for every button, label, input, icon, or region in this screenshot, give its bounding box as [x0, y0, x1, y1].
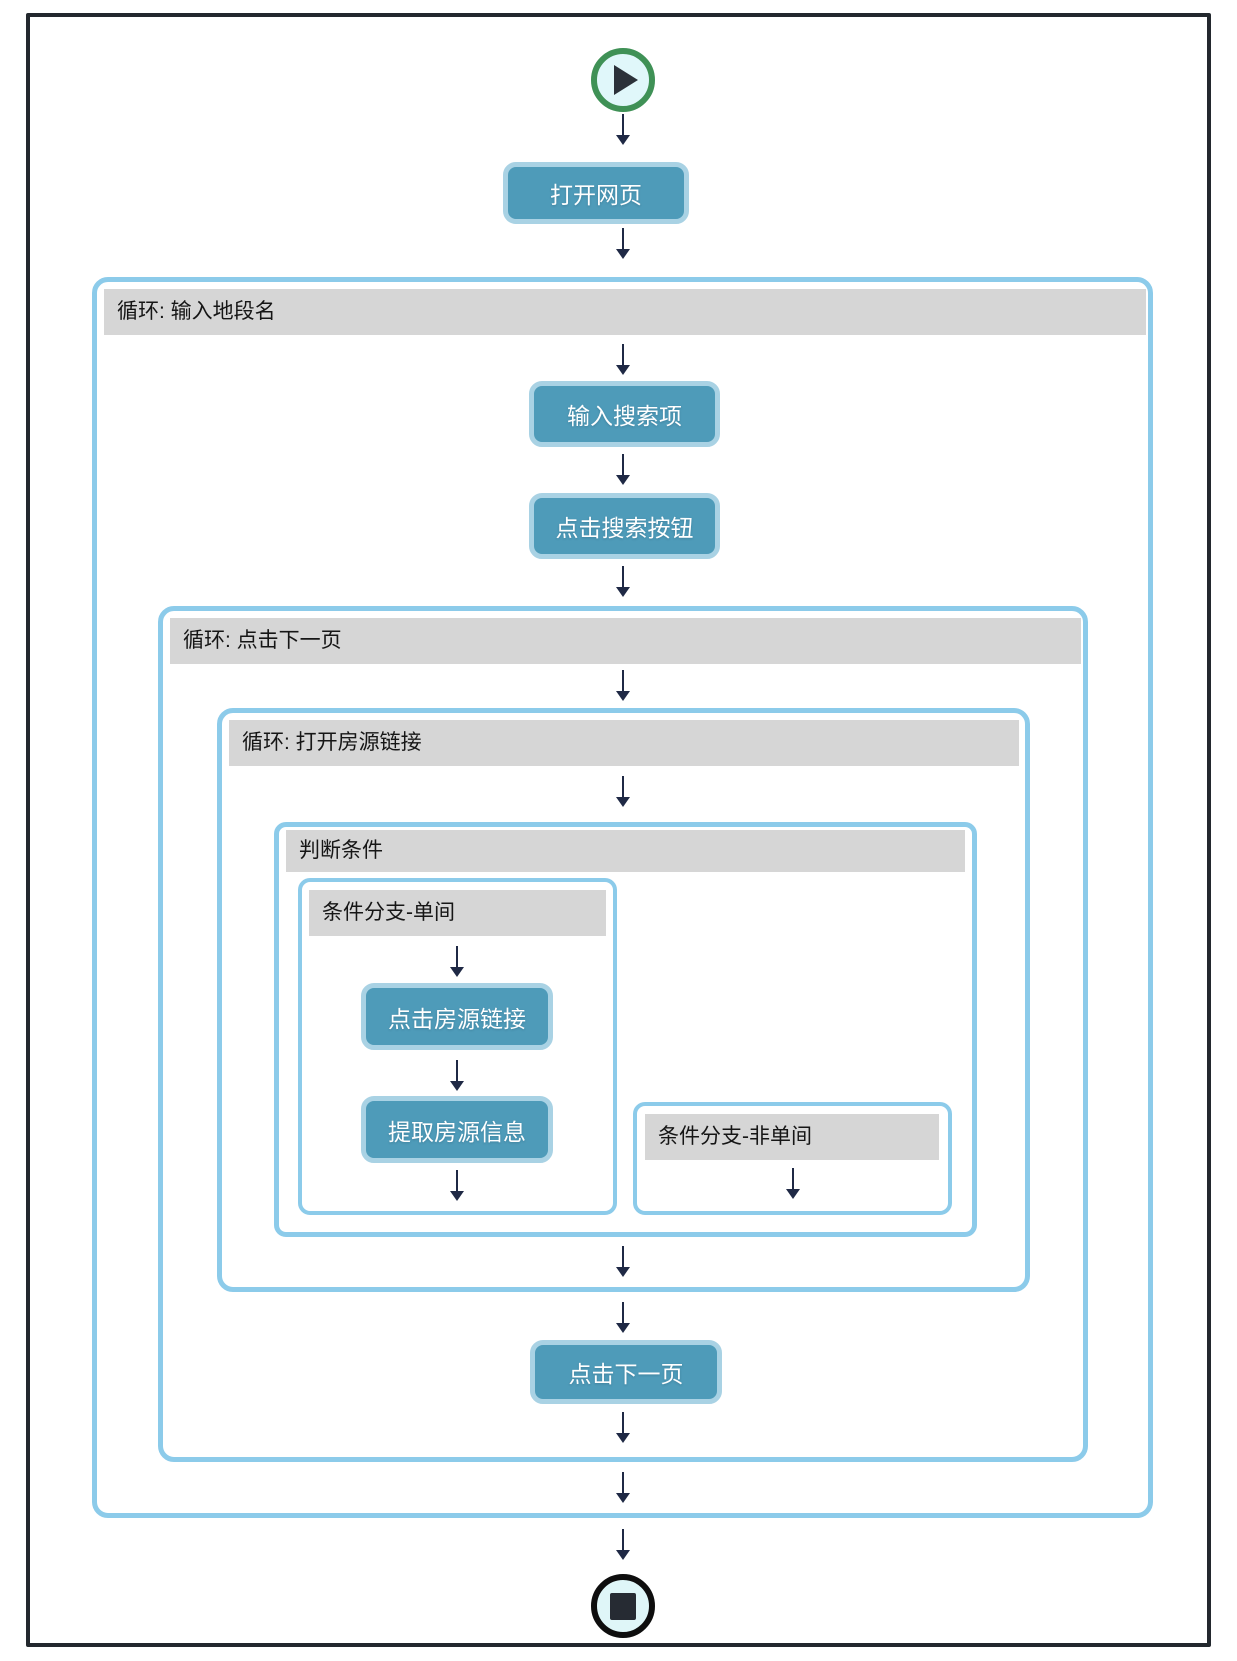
node-click-next-page[interactable]: 点击下一页	[530, 1340, 722, 1404]
branch-header-single-room[interactable]: 条件分支-单间	[309, 890, 606, 936]
loop-header-click-next-page[interactable]: 循环: 点击下一页	[170, 618, 1081, 664]
arrow-down-icon	[616, 114, 630, 145]
arrow-down-icon	[616, 776, 630, 807]
arrow-down-icon	[616, 344, 630, 375]
node-click-search-button[interactable]: 点击搜索按钮	[529, 493, 720, 559]
loop-header-input-location[interactable]: 循环: 输入地段名	[104, 289, 1146, 335]
stop-icon	[610, 1592, 636, 1620]
arrow-down-icon	[616, 1472, 630, 1503]
stop-button[interactable]	[591, 1574, 655, 1638]
arrow-down-icon	[616, 566, 630, 597]
arrow-down-icon	[616, 228, 630, 259]
node-open-page[interactable]: 打开网页	[503, 162, 689, 224]
node-input-search-term[interactable]: 输入搜索项	[529, 381, 720, 447]
arrow-down-icon	[450, 1170, 464, 1201]
arrow-down-icon	[616, 670, 630, 701]
arrow-down-icon	[616, 454, 630, 485]
arrow-down-icon	[616, 1246, 630, 1277]
arrow-down-icon	[786, 1168, 800, 1199]
loop-header-open-listing-link[interactable]: 循环: 打开房源链接	[229, 720, 1019, 766]
condition-header[interactable]: 判断条件	[286, 830, 965, 872]
arrow-down-icon	[616, 1302, 630, 1333]
branch-header-not-single-room[interactable]: 条件分支-非单间	[645, 1114, 939, 1160]
arrow-down-icon	[450, 1060, 464, 1091]
node-click-listing-link[interactable]: 点击房源链接	[361, 983, 553, 1050]
play-icon	[614, 65, 638, 95]
node-extract-listing-info[interactable]: 提取房源信息	[361, 1096, 553, 1163]
start-button[interactable]	[591, 48, 655, 112]
arrow-down-icon	[616, 1529, 630, 1560]
arrow-down-icon	[616, 1412, 630, 1443]
arrow-down-icon	[450, 946, 464, 977]
